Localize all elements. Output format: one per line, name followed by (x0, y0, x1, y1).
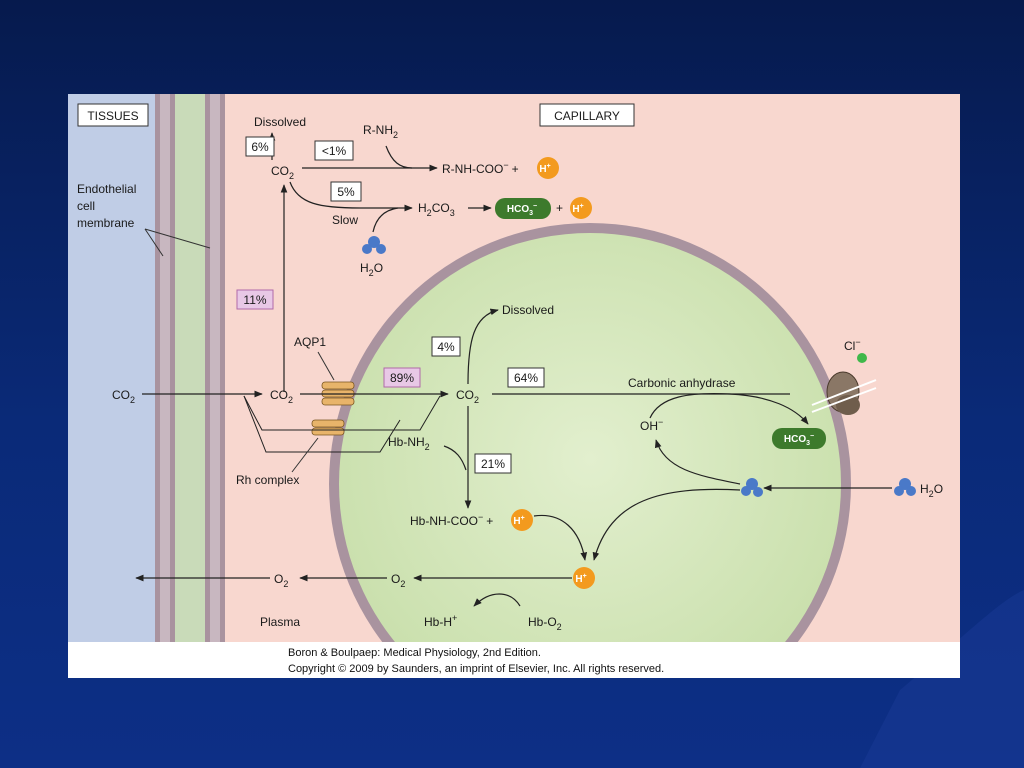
co2-tissue: CO2 (112, 388, 135, 405)
co2-top: CO2 (271, 164, 294, 181)
r-nh-coo: R-NH-COO−+ (442, 160, 519, 176)
tissue-region (68, 94, 155, 642)
pct-5: 5% (337, 185, 355, 199)
pct-lt1: <1% (322, 144, 347, 158)
h2o-right: H2O (920, 482, 943, 499)
svg-text:membrane: membrane (77, 216, 135, 230)
slow-label: Slow (332, 213, 358, 227)
dissolved-rbc: Dissolved (502, 303, 554, 317)
endothelial-cell (175, 94, 205, 642)
svg-text:+: + (556, 201, 563, 215)
hb-nh-coo: Hb-NH-COO−+ (410, 512, 493, 528)
water-icon-right (894, 478, 916, 496)
diagram-panel (68, 94, 960, 678)
dissolved-top: Dissolved (254, 115, 306, 129)
svg-text:H+: H+ (575, 573, 586, 585)
h-ion-buffer: H+ (573, 567, 595, 589)
hb-nh2: Hb-NH2 (388, 435, 430, 452)
anion-exchanger-icon (811, 371, 877, 415)
tissues-label: TISSUES (87, 109, 138, 123)
svg-text:H+: H+ (513, 515, 524, 527)
hco3-ion-rbc: HCO3− (772, 428, 826, 449)
aqp1-label: AQP1 (294, 335, 326, 349)
pct-21: 21% (481, 457, 505, 471)
red-blood-cell (339, 233, 841, 642)
endothelial-membrane-label: Endothelial cell membrane (77, 182, 211, 257)
plasma-label: Plasma (260, 615, 300, 629)
carbonic-anhydrase-label: Carbonic anhydrase (628, 376, 736, 390)
hb-o2: Hb-O2 (528, 615, 562, 632)
hco3-ion-top: HCO3− (495, 198, 551, 219)
pct-6: 6% (251, 140, 269, 154)
aqp1-channel-icon (321, 381, 355, 406)
water-icon-top (362, 236, 386, 254)
co2-rbc: CO2 (456, 388, 479, 405)
o2-rbc: O2 (391, 572, 405, 589)
oh-label: OH− (640, 417, 663, 433)
rh-complex-label: Rh complex (236, 473, 299, 487)
capillary-label: CAPILLARY (554, 109, 620, 123)
h-ion-top2: H+ (570, 197, 592, 219)
h-ion-top: H+ (537, 157, 559, 179)
cl-ion-icon (857, 353, 867, 363)
h-ion-rbc: H+ (511, 509, 533, 531)
svg-text:H+: H+ (572, 203, 583, 215)
water-icon-rbc (741, 478, 763, 497)
caption-line1: Boron & Boulpaep: Medical Physiology, 2n… (288, 647, 541, 659)
co2-plasma: CO2 (270, 388, 293, 405)
svg-text:HCO3−: HCO3− (784, 433, 814, 447)
r-nh2: R-NH2 (363, 123, 398, 140)
hb-h: Hb-H+ (424, 613, 457, 629)
svg-text:H+: H+ (539, 163, 550, 175)
o2-plasma: O2 (274, 572, 288, 589)
background-swoosh (860, 590, 1024, 768)
pct-11: 11% (243, 293, 266, 307)
h2o-top: H2O (360, 261, 383, 278)
svg-text:cell: cell (77, 199, 95, 213)
caption-line2: Copyright © 2009 by Saunders, an imprint… (288, 663, 664, 675)
svg-text:HCO3−: HCO3− (507, 203, 537, 217)
pct-4: 4% (437, 340, 455, 354)
svg-text:Endothelial: Endothelial (77, 182, 136, 196)
pct-64: 64% (514, 371, 538, 385)
h2co3: H2CO3 (418, 201, 455, 218)
cl-label: Cl− (844, 337, 861, 353)
pct-89: 89% (390, 371, 414, 385)
